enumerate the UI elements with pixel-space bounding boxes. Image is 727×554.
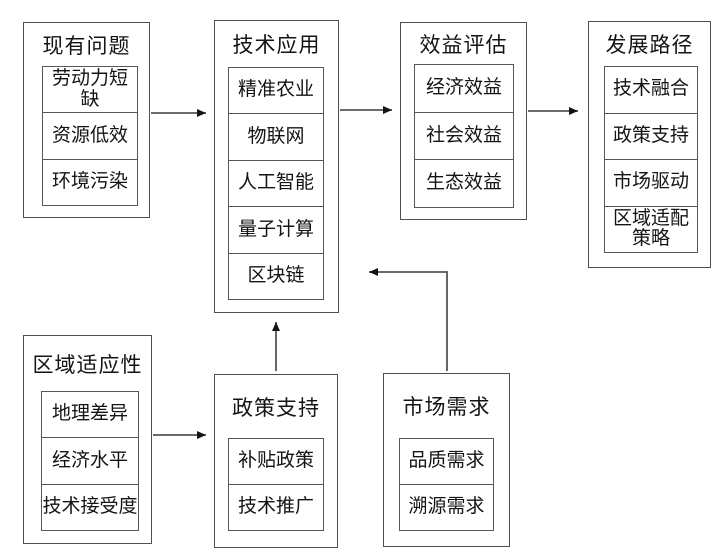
group-existing-problems: 现有问题劳动力短缺资源低效环境污染: [23, 22, 150, 218]
group-development-path: 发展路径技术融合政策支持市场驱动区域适配 策略: [588, 21, 711, 268]
group-market-demand: 市场需求品质需求溯源需求: [383, 373, 510, 547]
group-title-development-path: 发展路径: [605, 33, 694, 57]
item-tech-application-4: 区块链: [229, 252, 323, 299]
item-regional-adaptability-0: 地理差异: [51, 403, 128, 425]
item-existing-problems-0: 劳动力短缺: [51, 68, 128, 110]
item-market-demand-1: 溯源需求: [400, 484, 493, 530]
group-regional-adaptability: 区域适应性地理差异经济水平技术接受度: [23, 335, 152, 544]
item-regional-adaptability-1: 经济水平: [42, 437, 138, 483]
item-benefit-evaluation-1: 社会效益: [415, 111, 513, 160]
item-list-tech-application: 精准农业物联网人工智能量子计算区块链: [228, 67, 324, 300]
group-title-existing-problems: 现有问题: [42, 33, 131, 58]
item-tech-application-3: 量子计算: [229, 206, 323, 252]
group-title-market-demand: 市场需求: [402, 395, 491, 419]
item-development-path-2: 市场驱动: [605, 159, 697, 206]
item-list-policy-support: 补贴政策技术推广: [228, 438, 324, 531]
group-tech-application: 技术应用精准农业物联网人工智能量子计算区块链: [214, 20, 339, 313]
item-benefit-evaluation-0: 经济效益: [425, 77, 502, 99]
item-existing-problems-1: 资源低效: [43, 112, 137, 158]
item-list-development-path: 技术融合政策支持市场驱动区域适配 策略: [604, 66, 698, 253]
item-tech-application-0: 精准农业: [237, 79, 314, 101]
item-policy-support-0: 补贴政策: [237, 450, 314, 472]
item-policy-support-1: 技术推广: [229, 484, 323, 530]
group-title-policy-support: 政策支持: [232, 395, 320, 420]
item-benefit-evaluation-2: 生态效益: [415, 159, 513, 207]
item-existing-problems-2: 环境污染: [43, 158, 137, 205]
item-regional-adaptability-2: 技术接受度: [42, 483, 138, 530]
item-tech-application-2: 人工智能: [229, 159, 323, 206]
group-title-benefit-evaluation: 效益评估: [419, 32, 508, 57]
item-development-path-3: 区域适配 策略: [605, 205, 697, 253]
group-benefit-evaluation: 效益评估经济效益社会效益生态效益: [400, 22, 527, 220]
item-tech-application-1: 物联网: [229, 113, 323, 159]
item-market-demand-0: 品质需求: [408, 450, 485, 472]
group-title-regional-adaptability: 区域适应性: [32, 352, 143, 377]
item-development-path-1: 政策支持: [605, 112, 697, 160]
item-development-path-0: 技术融合: [612, 78, 689, 100]
item-list-benefit-evaluation: 经济效益社会效益生态效益: [414, 64, 514, 208]
arrow-market-demand-to-tech-application: [369, 268, 448, 371]
item-list-existing-problems: 劳动力短缺资源低效环境污染: [42, 66, 138, 206]
item-list-regional-adaptability: 地理差异经济水平技术接受度: [41, 391, 139, 531]
group-policy-support: 政策支持补贴政策技术推广: [214, 374, 338, 548]
item-list-market-demand: 品质需求溯源需求: [399, 438, 494, 531]
group-title-tech-application: 技术应用: [232, 33, 321, 57]
